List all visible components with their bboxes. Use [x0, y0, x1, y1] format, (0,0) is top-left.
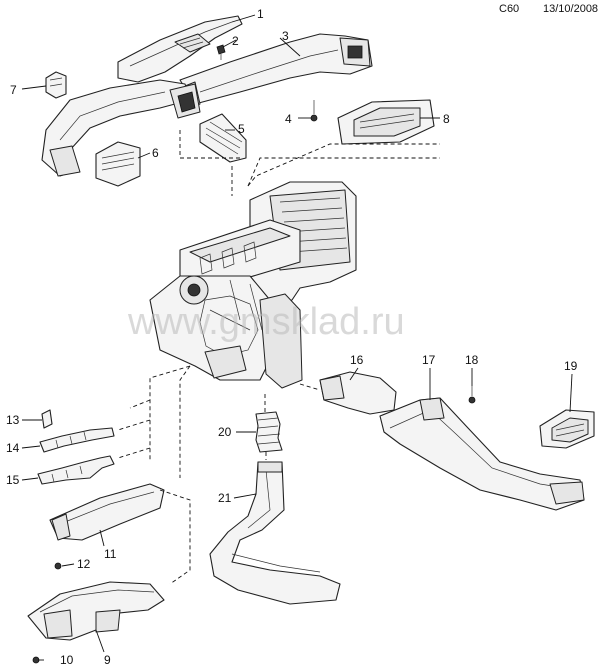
callout-9: 9 — [104, 653, 111, 667]
callout-4: 4 — [285, 112, 292, 126]
callout-21: 21 — [218, 491, 232, 505]
callout-19: 19 — [564, 359, 578, 373]
assembly-lines — [117, 130, 440, 585]
watermark: www.gmsklad.ru — [127, 301, 405, 343]
part-21-center-duct — [209, 461, 341, 605]
callout-2: 2 — [232, 34, 239, 48]
part-20-bellows — [255, 411, 283, 453]
callout-16: 16 — [350, 353, 364, 367]
part-16-duct — [319, 371, 397, 415]
callout-20: 20 — [218, 425, 232, 439]
part-13-small-clip — [41, 409, 53, 429]
callout-3: 3 — [282, 29, 289, 43]
callout-11: 11 — [104, 547, 117, 561]
part-19-rear-vent — [539, 409, 595, 449]
callout-12: 12 — [77, 557, 91, 571]
callout-10: 10 — [60, 653, 74, 667]
part-11-floor-duct — [49, 483, 165, 541]
part-1-upper-duct — [117, 15, 243, 83]
part-3-right-duct — [179, 33, 373, 111]
callout-1: 1 — [257, 7, 264, 21]
part-18-screw — [468, 386, 476, 404]
part-9-rear-duct — [27, 581, 165, 641]
callout-8: 8 — [443, 112, 450, 126]
part-7-small-vent — [45, 71, 67, 99]
diagram-code: C60 — [499, 3, 520, 15]
callout-15: 15 — [6, 473, 20, 487]
hvac-unit — [149, 181, 357, 389]
callout-18: 18 — [465, 353, 479, 367]
leader-lines — [21, 14, 573, 661]
callout-13: 13 — [6, 413, 20, 427]
callout-7: 7 — [10, 83, 17, 97]
diagram-date: 13/10/2008 — [543, 3, 599, 15]
part-2-clip — [216, 44, 226, 60]
part-15-hose — [37, 455, 115, 485]
callout-5: 5 — [238, 122, 245, 136]
part-8-vent — [337, 99, 435, 145]
part-5-grille — [199, 113, 247, 163]
callout-6: 6 — [152, 146, 159, 160]
callout-17: 17 — [422, 353, 436, 367]
part-4-screw — [310, 100, 318, 122]
part-6-vent — [95, 141, 141, 187]
part-14-hose — [39, 427, 115, 453]
callout-labels: 1 2 3 4 5 6 7 8 9 10 11 12 13 14 15 16 1… — [6, 7, 578, 667]
left-side-duct — [41, 79, 201, 177]
callout-14: 14 — [6, 441, 20, 455]
part-12-screw — [54, 562, 62, 570]
part-17-floor-duct — [379, 397, 585, 511]
